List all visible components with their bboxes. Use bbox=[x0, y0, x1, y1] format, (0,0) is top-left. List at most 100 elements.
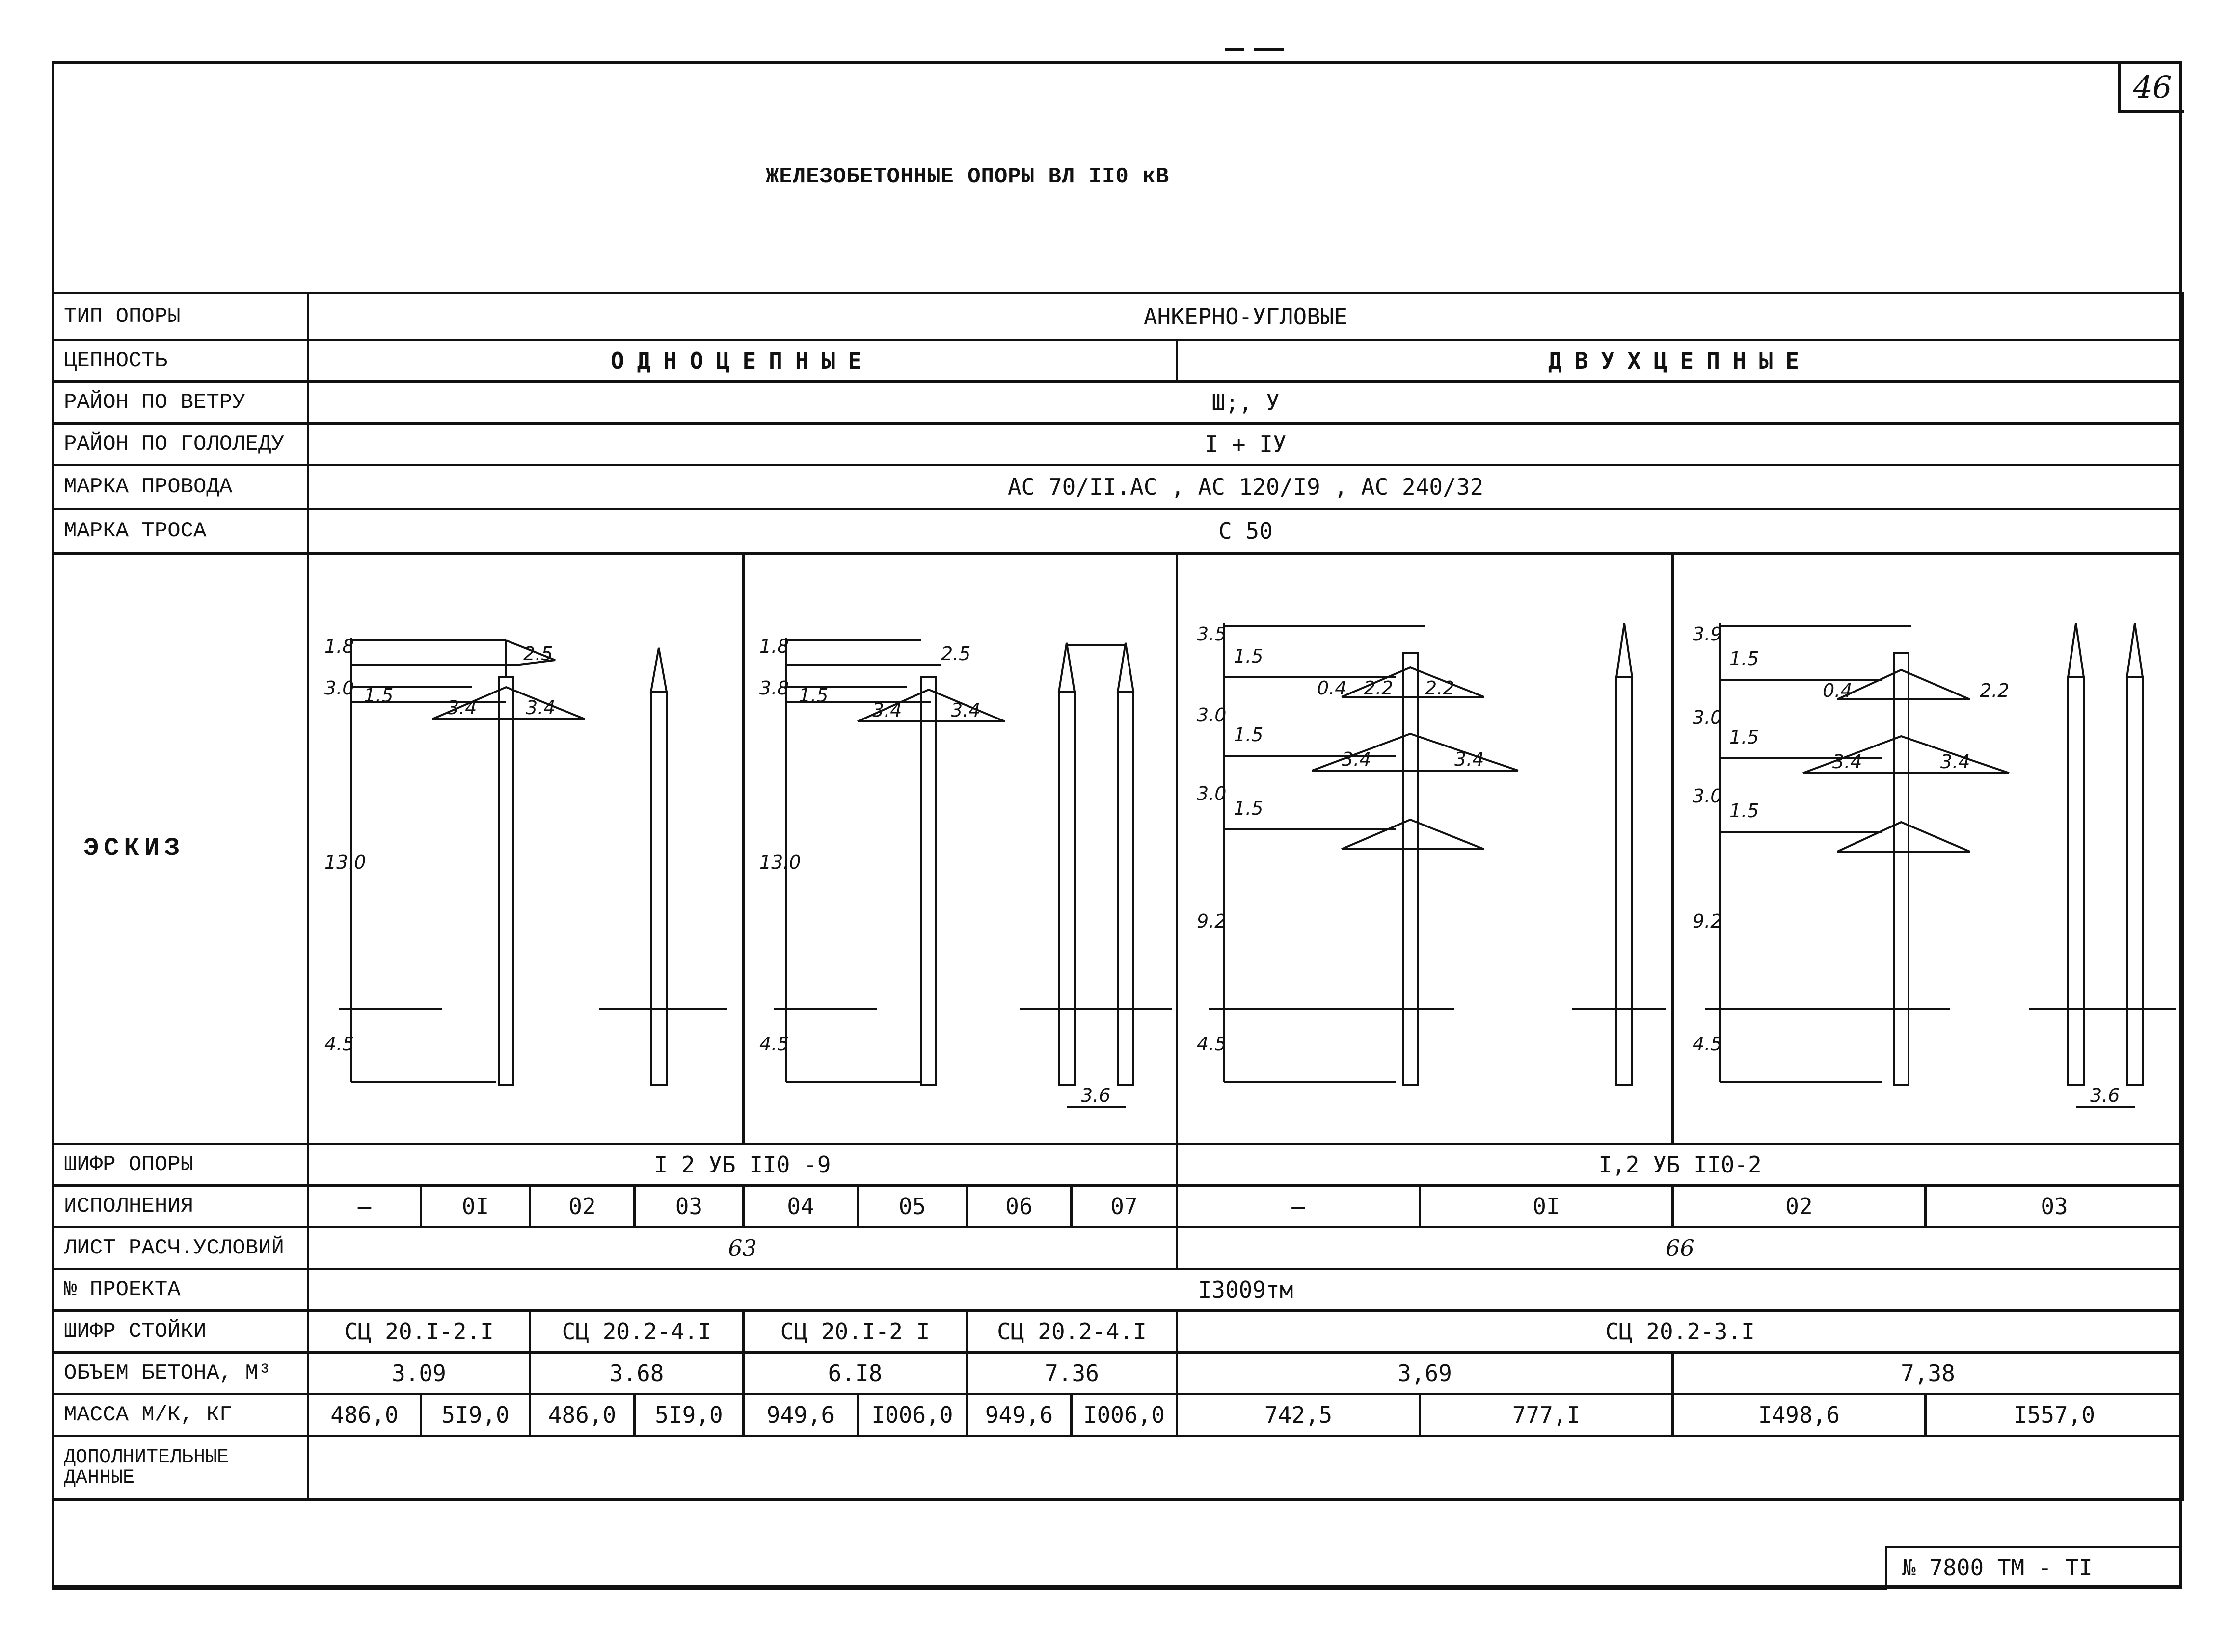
value-double-circuit: ДВУХЦЕПНЫЕ bbox=[1175, 339, 2185, 383]
dim-s4-0: 3.9 bbox=[1693, 623, 1722, 645]
dim-s2-5: 3.4 bbox=[951, 699, 980, 721]
label-concrete: ОБЪЕМ БЕТОНА, М³ bbox=[52, 1351, 309, 1396]
concrete-cell: 3,69 bbox=[1176, 1351, 1674, 1396]
dim-s1-2: 1.5 bbox=[364, 685, 393, 706]
value-calc-double: 66 bbox=[1175, 1226, 2185, 1271]
top-dash-2 bbox=[1254, 48, 1284, 51]
dim-s4-8: 0.4 bbox=[1823, 680, 1852, 701]
dim-s2-4: 3.4 bbox=[872, 699, 902, 721]
row-wind: РАЙОН ПО ВЕТРУ Ш;, У bbox=[52, 380, 2185, 425]
dim-s1-1: 3.0 bbox=[324, 677, 354, 699]
dim-s3-1: 1.5 bbox=[1234, 645, 1263, 667]
value-code-double: I,2 УБ II0-2 bbox=[1175, 1143, 2185, 1187]
value-rope: С 50 bbox=[306, 508, 2185, 555]
value-ice: I + IУ bbox=[306, 422, 2185, 466]
dim-s4-1: 1.5 bbox=[1729, 648, 1759, 669]
dim-s2-0: 1.8 bbox=[759, 636, 789, 657]
row-post-code: ШИФР СТОЙКИ СЦ 20.I-2.I СЦ 20.2-4.I СЦ 2… bbox=[52, 1309, 2185, 1354]
row-type: ТИП ОПОРЫ АНКЕРНО-УГЛОВЫЕ bbox=[52, 292, 2185, 341]
dim-s3-4: 3.0 bbox=[1197, 783, 1226, 804]
value-type: АНКЕРНО-УГЛОВЫЕ bbox=[306, 292, 2185, 341]
sketch-3: 3.5 1.5 3.0 1.5 3.0 1.5 9.2 4.5 0.4 2.2 … bbox=[1176, 552, 1674, 1146]
post-code-cell: СЦ 20.2-3.I bbox=[1175, 1309, 2185, 1354]
mass-cell: 486,0 bbox=[307, 1393, 422, 1438]
page-number: 46 bbox=[2118, 64, 2184, 113]
dim-s2-3: 2.5 bbox=[941, 643, 970, 665]
dim-s3-11: 3.4 bbox=[1342, 748, 1371, 770]
dim-s2-1: 3.8 bbox=[759, 677, 789, 699]
label-wind: РАЙОН ПО ВЕТРУ bbox=[52, 380, 309, 425]
value-single-circuit: ОДНОЦЕПНЫЕ bbox=[307, 339, 1178, 383]
value-calc-single: 63 bbox=[307, 1226, 1178, 1271]
mass-cell: I006,0 bbox=[1070, 1393, 1178, 1438]
row-execution: ИСПОЛНЕНИЯ – 0I 02 03 04 05 06 07 – 0I 0… bbox=[52, 1184, 2185, 1229]
mass-cell: I006,0 bbox=[857, 1393, 968, 1438]
execution-cell: 03 bbox=[1924, 1184, 2185, 1229]
dim-s2-8: 3.6 bbox=[1081, 1085, 1110, 1106]
row-wire: МАРКА ПРОВОДА АС 70/II.АС , АС 120/I9 , … bbox=[52, 464, 2185, 510]
label-execution: ИСПОЛНЕНИЯ bbox=[52, 1184, 309, 1229]
row-mass: МАССА М/К, КГ 486,0 5I9,0 486,0 5I9,0 94… bbox=[52, 1393, 2185, 1438]
top-dash-1 bbox=[1225, 48, 1244, 51]
execution-cell: 07 bbox=[1070, 1184, 1178, 1229]
dim-s3-6: 9.2 bbox=[1197, 910, 1226, 932]
sketch-1: 1.8 3.0 1.5 2.5 3.4 3.4 13.0 4.5 bbox=[307, 552, 745, 1146]
row-circuit: ЦЕПНОСТЬ ОДНОЦЕПНЫЕ ДВУХЦЕПНЫЕ bbox=[52, 339, 2185, 383]
post-code-cell: СЦ 20.I-2 I bbox=[742, 1309, 968, 1354]
sketch-single-circuit-b: 1.8 3.8 1.5 2.5 3.4 3.4 13.0 4.5 3.6 bbox=[759, 636, 1172, 1108]
dim-s4-6: 9.2 bbox=[1693, 910, 1722, 932]
value-project: I3009тм bbox=[306, 1268, 2185, 1312]
dim-s1-7: 4.5 bbox=[324, 1033, 354, 1055]
row-extra: ДОПОЛНИТЕЛЬНЫЕ ДАННЫЕ bbox=[52, 1435, 2185, 1501]
label-code: ШИФР ОПОРЫ bbox=[52, 1143, 309, 1187]
concrete-cell: 6.I8 bbox=[742, 1351, 968, 1396]
execution-cell: 0I bbox=[1419, 1184, 1674, 1229]
sketch-4: 3.9 1.5 3.0 1.5 3.0 1.5 9.2 4.5 0.4 2.2 … bbox=[1671, 552, 2185, 1146]
label-wire: МАРКА ПРОВОДА bbox=[52, 464, 309, 510]
value-wire: АС 70/II.АС , АС 120/I9 , АС 240/32 bbox=[306, 464, 2185, 510]
label-mass: МАССА М/К, КГ bbox=[52, 1393, 309, 1438]
mass-cell: 5I9,0 bbox=[633, 1393, 745, 1438]
label-circuit: ЦЕПНОСТЬ bbox=[52, 339, 309, 383]
dim-s2-7: 4.5 bbox=[759, 1033, 789, 1055]
dim-s1-3: 2.5 bbox=[523, 643, 553, 665]
dim-s4-4: 3.0 bbox=[1693, 785, 1722, 807]
sketch-single-circuit-a: 1.8 3.0 1.5 2.5 3.4 3.4 13.0 4.5 bbox=[324, 636, 727, 1086]
label-ice: РАЙОН ПО ГОЛОЛЕДУ bbox=[52, 422, 309, 466]
dim-s1-6: 13.0 bbox=[324, 852, 366, 873]
sketch-2: 1.8 3.8 1.5 2.5 3.4 3.4 13.0 4.5 3.6 bbox=[742, 552, 1178, 1146]
mass-cell: 949,6 bbox=[966, 1393, 1073, 1438]
dim-s3-10: 2.2 bbox=[1425, 677, 1454, 699]
label-calc-sheet: ЛИСТ РАСЧ.УСЛОВИЙ bbox=[52, 1226, 309, 1271]
dim-s1-4: 3.4 bbox=[447, 697, 477, 719]
dim-s4-10: 3.4 bbox=[1832, 751, 1862, 773]
value-extra bbox=[306, 1435, 2185, 1501]
concrete-cell: 7,38 bbox=[1671, 1351, 2185, 1396]
mass-cell: I557,0 bbox=[1924, 1393, 2185, 1438]
execution-cell: 04 bbox=[742, 1184, 859, 1229]
dim-s4-11: 3.4 bbox=[1940, 751, 1970, 773]
row-calc-sheet: ЛИСТ РАСЧ.УСЛОВИЙ 63 66 bbox=[52, 1226, 2185, 1271]
row-concrete: ОБЪЕМ БЕТОНА, М³ 3.09 3.68 6.I8 7.36 3,6… bbox=[52, 1351, 2185, 1396]
document-stamp: № 7800 ТМ - ТI bbox=[1885, 1546, 2182, 1589]
dim-s2-2: 1.5 bbox=[799, 685, 828, 706]
dim-s3-9: 2.2 bbox=[1364, 677, 1393, 699]
post-code-cell: СЦ 20.2-4.I bbox=[529, 1309, 745, 1354]
dim-s1-5: 3.4 bbox=[526, 697, 555, 719]
mass-cell: 486,0 bbox=[529, 1393, 636, 1438]
dim-s3-12: 3.4 bbox=[1454, 748, 1484, 770]
dim-s2-6: 13.0 bbox=[759, 852, 801, 873]
spec-table: ТИП ОПОРЫ АНКЕРНО-УГЛОВЫЕ ЦЕПНОСТЬ ОДНОЦ… bbox=[52, 292, 2185, 1501]
mass-cell: 777,I bbox=[1419, 1393, 1674, 1438]
label-post-code: ШИФР СТОЙКИ bbox=[52, 1309, 309, 1354]
concrete-cell: 3.68 bbox=[529, 1351, 745, 1396]
sketch-double-circuit-b: 3.9 1.5 3.0 1.5 3.0 1.5 9.2 4.5 0.4 2.2 … bbox=[1693, 623, 2176, 1108]
label-sketch: ЭСКИЗ bbox=[52, 552, 309, 1146]
value-code-single: I 2 УБ II0 -9 bbox=[307, 1143, 1178, 1187]
dim-s4-7: 4.5 bbox=[1693, 1033, 1722, 1055]
dim-s3-2: 3.0 bbox=[1197, 704, 1226, 726]
mass-cell: 949,6 bbox=[742, 1393, 859, 1438]
execution-cell: 03 bbox=[633, 1184, 745, 1229]
concrete-cell: 3.09 bbox=[307, 1351, 531, 1396]
label-project: № ПРОЕКТА bbox=[52, 1268, 309, 1312]
